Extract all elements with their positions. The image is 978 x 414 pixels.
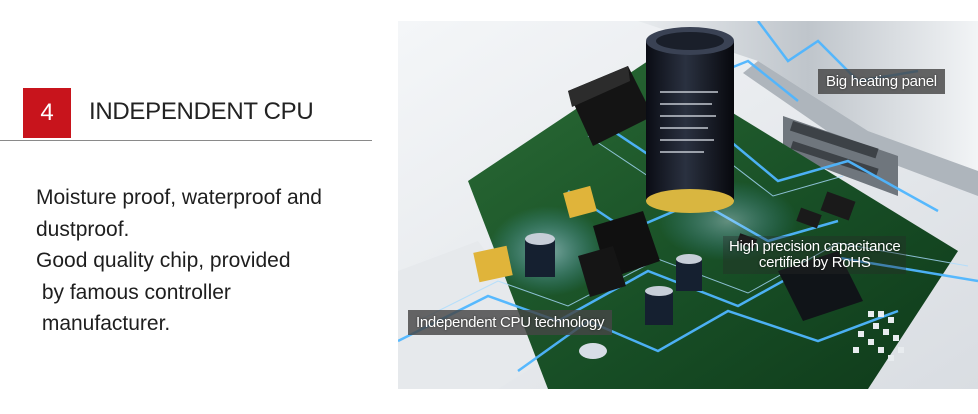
feature-number-badge: 4: [23, 88, 71, 138]
callout-heating-panel: Big heating panel: [818, 69, 945, 94]
callout-capacitance-line: certified by RoHS: [758, 254, 871, 271]
description-line: Good quality chip, provided: [36, 249, 291, 272]
title-divider: [0, 140, 372, 141]
callout-capacitance: High precision capacitance certified by …: [723, 236, 907, 274]
callout-cpu-technology: Independent CPU technology: [408, 310, 613, 335]
description-line: by famous controller: [36, 280, 231, 304]
feature-description: Moisture proof, waterproof and dustproof…: [36, 182, 376, 340]
description-line: manufacturer.: [36, 312, 171, 335]
description-line: dustproof.: [36, 217, 130, 241]
feature-title: INDEPENDENT CPU: [89, 98, 314, 125]
callout-capacitance-line: High precision capacitance: [729, 238, 901, 255]
description-line: Moisture proof, waterproof and: [36, 186, 322, 209]
